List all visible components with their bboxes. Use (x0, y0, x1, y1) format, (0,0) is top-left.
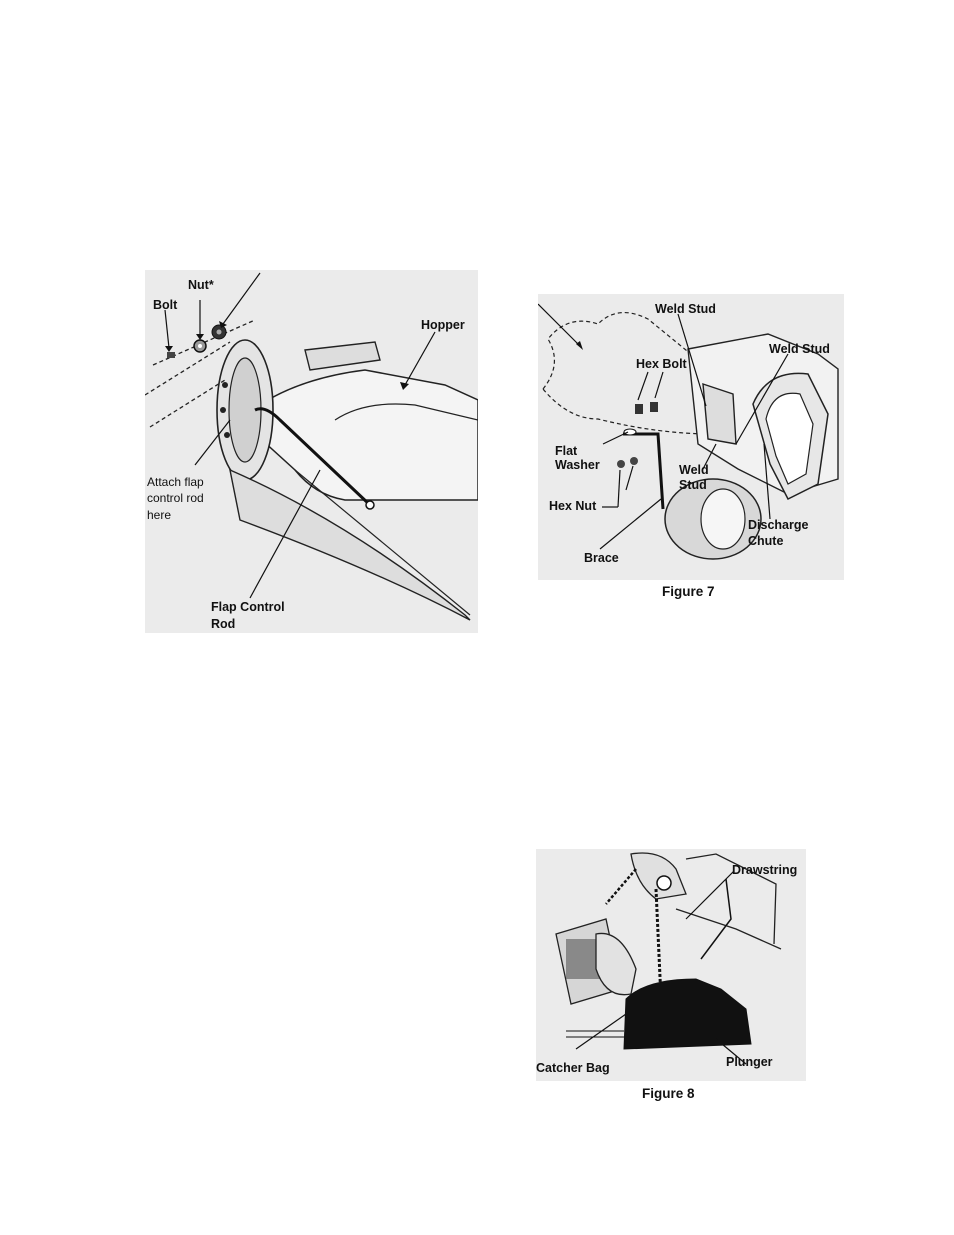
figure-7-brace: Weld Stud Weld Stud Hex Bolt Flat Washer… (538, 294, 844, 580)
label-attach-flap-line-2: control rod (147, 491, 204, 506)
label-catcher-bag: Catcher Bag (536, 1061, 610, 1076)
figure-8-catcher-bag: Drawstring Catcher Bag Plunger (536, 849, 806, 1081)
brace-illustration (538, 294, 844, 580)
label-weld-stud-top: Weld Stud (655, 302, 716, 317)
figure-flap-control-rod: Nut* Bolt Hopper Attach flap control rod… (145, 270, 478, 633)
label-discharge-chute-line-1: Discharge (748, 518, 808, 533)
label-hopper: Hopper (421, 318, 465, 333)
label-nut: Nut* (188, 278, 214, 293)
label-weld-stud-mid-line-2: Stud (679, 478, 707, 493)
label-drawstring: Drawstring (732, 863, 797, 878)
label-hex-nut: Hex Nut (549, 499, 596, 514)
label-weld-stud-mid-line-1: Weld (679, 463, 709, 478)
label-hex-bolt: Hex Bolt (636, 357, 687, 372)
label-weld-stud-right: Weld Stud (769, 342, 830, 357)
figure-7-caption: Figure 7 (662, 584, 715, 599)
label-flat-washer-line-2: Washer (555, 458, 600, 473)
label-flap-control-rod-line-2: Rod (211, 617, 235, 632)
figure-8-caption: Figure 8 (642, 1086, 695, 1101)
label-flap-control-rod-line-1: Flap Control (211, 600, 285, 615)
label-plunger: Plunger (726, 1055, 773, 1070)
label-bolt: Bolt (153, 298, 177, 313)
catcher-bag-illustration (536, 849, 806, 1081)
label-attach-flap-line-3: here (147, 508, 171, 523)
label-brace: Brace (584, 551, 619, 566)
label-flat-washer-line-1: Flat (555, 444, 577, 459)
label-discharge-chute-line-2: Chute (748, 534, 783, 549)
bolt-part (167, 352, 175, 358)
nut-part (194, 340, 206, 352)
washer-part (212, 325, 226, 339)
label-attach-flap-line-1: Attach flap (147, 475, 204, 490)
